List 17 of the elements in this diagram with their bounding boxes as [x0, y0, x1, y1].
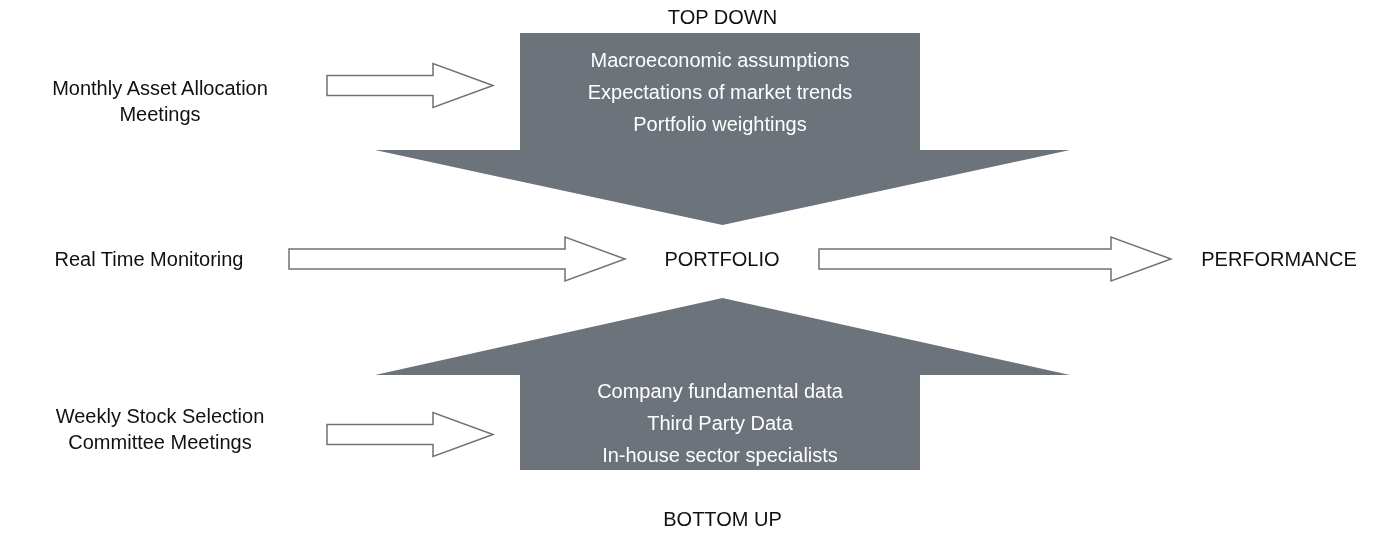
section-heading: TOP DOWN — [667, 6, 778, 29]
node-label: PORTFOLIO — [664, 247, 780, 272]
node-label: Weekly Stock Selection Committee Meetings — [54, 404, 266, 455]
arrow-text: Portfolio weightings — [633, 111, 807, 137]
arrow-text: Company fundamental data — [597, 378, 843, 404]
section-heading: BOTTOM UP — [663, 508, 782, 531]
hollow-arrow — [818, 235, 1174, 283]
arrow-text: In-house sector specialists — [602, 442, 838, 468]
node-label: Monthly Asset Allocation Meetings — [51, 76, 269, 127]
arrow-text: Macroeconomic assumptions — [590, 47, 850, 73]
hollow-arrow — [326, 62, 496, 109]
hollow-arrow — [288, 235, 628, 283]
node-label: Real Time Monitoring — [54, 247, 244, 272]
arrow-text: Expectations of market trends — [587, 79, 853, 105]
node-label: PERFORMANCE — [1201, 247, 1357, 272]
arrow-text: Third Party Data — [647, 410, 793, 436]
hollow-arrow — [326, 411, 496, 458]
